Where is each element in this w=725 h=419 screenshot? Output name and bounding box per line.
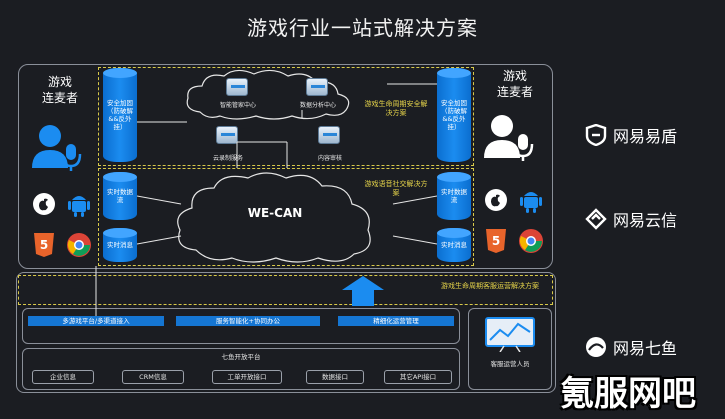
server-icon	[226, 78, 248, 96]
left-live-data-cylinder: 实时数据流	[103, 172, 137, 220]
smart-service-bar: 服务智能化+协同办公	[176, 316, 320, 326]
yunxin-logo-icon	[585, 208, 607, 230]
apple-icon	[485, 189, 507, 211]
right-live-data-cylinder: 实时数据流	[437, 172, 471, 220]
cloud-icon	[177, 172, 371, 263]
user-headset-icon	[32, 125, 82, 171]
platform-item[interactable]: 工单开放接口	[212, 370, 282, 384]
security-solution-region	[98, 67, 474, 166]
android-icon	[68, 196, 90, 217]
platform-item[interactable]: 数据接口	[306, 370, 364, 384]
html5-icon: 5	[486, 229, 506, 253]
voice-social-region	[98, 168, 474, 266]
user-headset-icon	[484, 115, 534, 161]
service-staff-box	[468, 308, 552, 390]
fine-ops-bar: 精细化运营管理	[338, 316, 454, 326]
data-analysis-label: 数据分析中心	[299, 102, 336, 109]
top-frame	[18, 64, 553, 269]
brand-yidun: 网易易盾	[585, 123, 677, 147]
platform-item[interactable]: CRM信息	[122, 370, 184, 384]
html5-icon: 5	[34, 233, 54, 257]
server-icon	[306, 78, 328, 96]
svg-text:5: 5	[492, 234, 500, 248]
brand-yunxin: 网易云信	[585, 207, 677, 231]
page-title: 游戏行业一站式解决方案	[247, 16, 478, 40]
service-solution-region	[18, 275, 553, 305]
cloud-record-label: 云录制服务	[212, 155, 243, 162]
qiyu-logo-icon	[586, 337, 606, 357]
brand-qiyu: 网易七鱼	[585, 335, 677, 359]
platform-item[interactable]: 企业信息	[32, 370, 94, 384]
platform-item[interactable]: 其它API接口	[384, 370, 452, 384]
left-user-label: 游戏 连麦者	[41, 75, 78, 105]
server-icon	[318, 126, 340, 144]
content-audit-label: 内容审核	[317, 155, 342, 162]
dashboard-icon	[485, 317, 535, 352]
chrome-icon	[67, 233, 91, 257]
multi-platform-bar: 多游戏平台/多渠道接入	[28, 316, 164, 326]
open-platform-title: 七鱼开放平台	[221, 353, 261, 361]
right-user-label: 游戏 连麦者	[496, 69, 533, 99]
apple-icon	[33, 193, 55, 215]
right-security-cylinder: 安全加固（防破解&&反外挂）	[437, 68, 471, 162]
open-platform-box	[22, 348, 460, 390]
wecan-label: WE-CAN	[247, 206, 303, 220]
left-security-cylinder: 安全加固（防破解&&反外挂）	[103, 68, 137, 162]
connector-lines	[137, 195, 437, 245]
svg-text:5: 5	[40, 238, 48, 252]
lifecycle-service-annotation: 游戏生命周期客服运营解决方案	[441, 282, 539, 290]
smart-mgmt-label: 智能管家中心	[219, 102, 256, 109]
arrow-up-icon	[342, 276, 384, 306]
watermark: 氪服网吧	[560, 374, 696, 414]
yidun-logo-icon	[585, 124, 607, 146]
cloud-icon	[186, 69, 350, 120]
connector-lines	[95, 266, 97, 316]
capability-box	[22, 308, 460, 344]
service-staff-label: 客服运营人员	[490, 360, 530, 368]
right-live-msg-cylinder: 实时消息	[437, 228, 471, 262]
bottom-frame	[16, 272, 556, 393]
connector-lines	[137, 83, 437, 168]
lifecycle-security-annotation: 游戏生命周期安全解决方案	[364, 100, 428, 117]
left-live-msg-cylinder: 实时消息	[103, 228, 137, 262]
chrome-icon	[519, 229, 543, 253]
voice-social-annotation: 游戏语音社交解决方案	[364, 180, 428, 197]
android-icon	[520, 192, 542, 213]
server-icon	[216, 126, 238, 144]
